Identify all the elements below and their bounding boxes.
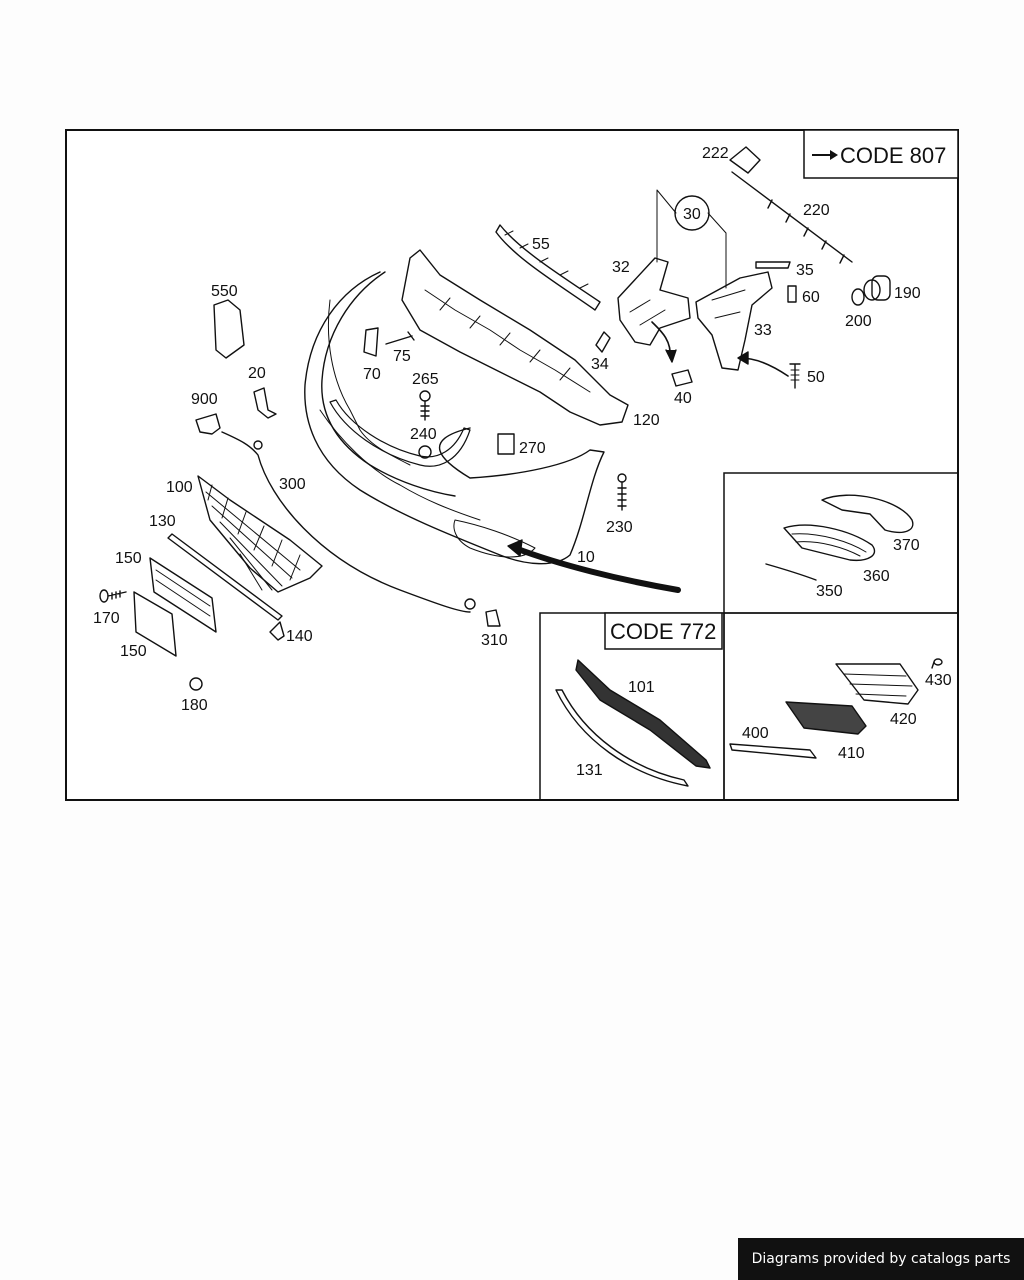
- retainer-clip-part: [671, 369, 693, 387]
- code-807-label: CODE 807: [840, 143, 946, 168]
- part-label: 550: [211, 283, 238, 300]
- arrow-icon: [812, 150, 838, 160]
- part-label: 70: [363, 366, 381, 383]
- label-part: [195, 413, 221, 435]
- upper-trim-strip-part: [495, 224, 601, 311]
- part-label: 265: [412, 371, 439, 388]
- part-label: 32: [612, 259, 630, 276]
- part-label: 10: [577, 549, 595, 566]
- part-label: 131: [576, 762, 603, 779]
- part-label: 55: [532, 236, 550, 253]
- cable-part: [221, 431, 471, 613]
- part-label: 420: [890, 711, 917, 728]
- part-label: 100: [166, 479, 193, 496]
- part-label: 370: [893, 537, 920, 554]
- part-label: 310: [481, 632, 508, 649]
- part-label: 60: [802, 289, 820, 306]
- mesh-grille-part: [785, 701, 867, 735]
- push-clip-icon: [269, 621, 285, 641]
- lower-grille-part: [197, 475, 323, 593]
- part-label: 350: [816, 583, 843, 600]
- part-label: 222: [702, 145, 729, 162]
- code-772-box: [604, 612, 723, 650]
- bumper-carrier-part: [401, 249, 629, 426]
- screw-icon: [617, 473, 627, 511]
- pointer-arrow: [512, 545, 681, 593]
- clip-part: [787, 285, 797, 303]
- part-label: 360: [863, 568, 890, 585]
- lower-grille-inset-box: [723, 612, 959, 801]
- credit-text: Diagrams provided by catalogs parts: [751, 1251, 1011, 1267]
- part-label: 140: [286, 628, 313, 645]
- part-label: 34: [591, 356, 609, 373]
- part-label: 101: [628, 679, 655, 696]
- part-label: 900: [191, 391, 218, 408]
- side-grille-part: [835, 663, 919, 705]
- part-label: 220: [803, 202, 830, 219]
- right-bracket-part: [695, 271, 773, 371]
- cap-part: [595, 331, 611, 353]
- part-label: 430: [925, 672, 952, 689]
- part-label: 33: [754, 322, 772, 339]
- code-772-label: CODE 772: [610, 619, 716, 644]
- diagram-frame: [65, 129, 959, 801]
- part-label: 180: [181, 697, 208, 714]
- part-label: 35: [796, 262, 814, 279]
- license-plate-part: [133, 591, 177, 657]
- side-bracket-part: [213, 299, 245, 359]
- part-label: 30: [683, 206, 701, 223]
- part-label: 20: [248, 365, 266, 382]
- bolt-icon: [419, 390, 431, 421]
- wiring-harness-part: [731, 171, 853, 264]
- screw-icon: [99, 589, 127, 603]
- small-bracket-part: [363, 327, 379, 357]
- part-label: 410: [838, 745, 865, 762]
- screw-icon: [789, 363, 801, 389]
- mount-bracket-part: [253, 387, 277, 419]
- part-label: 200: [845, 313, 872, 330]
- part-label: 130: [149, 513, 176, 530]
- part-label: 40: [674, 390, 692, 407]
- part-label: 240: [410, 426, 437, 443]
- nut-icon: [189, 677, 203, 691]
- part-label: 400: [742, 725, 769, 742]
- parking-sensor-part: [863, 275, 891, 301]
- left-bracket-part: [617, 257, 691, 346]
- sport-trim-part: [555, 689, 689, 787]
- sport-grille-part: [575, 659, 711, 769]
- sensor-bracket-part: [729, 146, 761, 174]
- fog-trim-part: [765, 563, 817, 581]
- trim-clip-part: [755, 261, 791, 269]
- callout-circle-30: [674, 195, 710, 231]
- part-label: 150: [120, 643, 147, 660]
- part-label: 300: [279, 476, 306, 493]
- credit-banner: Diagrams provided by catalogs parts: [738, 1238, 1024, 1280]
- grommet-part: [851, 288, 865, 306]
- bumper-trim-part: [329, 399, 471, 467]
- chrome-surround-part: [821, 494, 914, 534]
- grille-trim-strip-part: [167, 533, 283, 621]
- part-label: 170: [93, 610, 120, 627]
- sensor-clip-icon: [485, 609, 501, 627]
- part-label: 230: [606, 519, 633, 536]
- foam-pad-part: [497, 433, 515, 455]
- part-label: 150: [115, 550, 142, 567]
- fog-grille-part: [783, 524, 876, 562]
- pin-part: [385, 331, 415, 345]
- part-label: 270: [519, 440, 546, 457]
- part-label: 190: [894, 285, 921, 302]
- side-trim-part: [729, 743, 817, 759]
- screw-icon: [931, 658, 943, 669]
- part-label: 50: [807, 369, 825, 386]
- part-label: 120: [633, 412, 660, 429]
- nut-icon: [418, 445, 432, 459]
- license-plate-holder-part: [149, 557, 217, 633]
- part-label: 75: [393, 348, 411, 365]
